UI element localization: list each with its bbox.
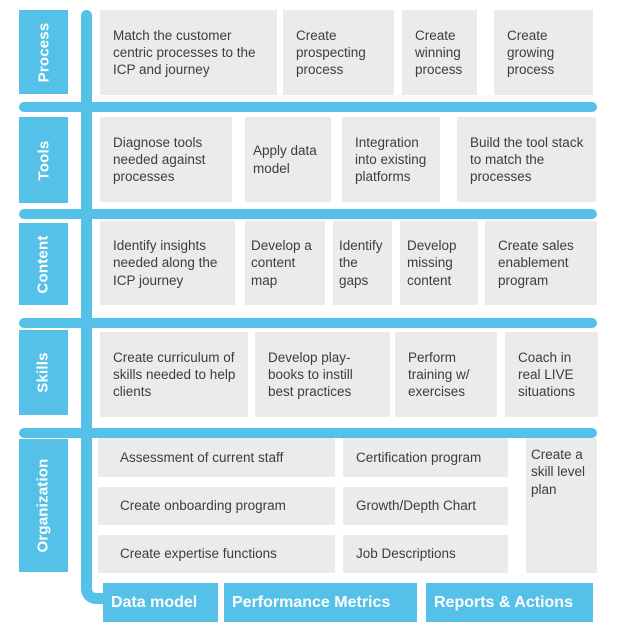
- task-box: Job Descriptions: [343, 535, 508, 573]
- task-box: Identify the gaps: [333, 221, 392, 305]
- task-box: Create expertise functions: [98, 535, 335, 573]
- skills-row: Create curriculum of skills needed to he…: [100, 332, 598, 417]
- footer-box-performance-metrics: Performance Metrics: [224, 583, 417, 622]
- task-box: Diagnose tools needed against processes: [100, 117, 232, 202]
- task-box: Develop missing content: [400, 221, 478, 305]
- task-box: Identify insights needed along the ICP j…: [100, 221, 235, 305]
- task-box: Match the customer centric processes to …: [100, 10, 277, 95]
- section-label-skills: Skills: [19, 330, 68, 415]
- task-box: Growth/Depth Chart: [343, 487, 508, 525]
- row-divider-bar: [19, 209, 597, 219]
- tools-row: Diagnose tools needed against processes …: [100, 117, 596, 202]
- task-box: Create onboarding program: [98, 487, 335, 525]
- task-box: Certification program: [343, 438, 508, 477]
- task-box: Integration into existing platforms: [342, 117, 440, 202]
- section-label-content: Content: [19, 223, 68, 305]
- task-box: Build the tool stack to match the proces…: [457, 117, 596, 202]
- task-box: Assessment of current staff: [98, 438, 335, 477]
- row-divider-bar: [19, 428, 597, 438]
- section-label-tools: Tools: [19, 117, 68, 203]
- task-box: Create curriculum of skills needed to he…: [100, 332, 248, 417]
- task-box: Create winning process: [402, 10, 477, 95]
- task-box: Develop a content map: [245, 221, 325, 305]
- task-box: Develop play-books to instill best pract…: [255, 332, 390, 417]
- task-box: Create growing process: [494, 10, 593, 95]
- task-box: Create prospecting process: [283, 10, 394, 95]
- task-box: Coach in real LIVE situations: [505, 332, 598, 417]
- content-row: Identify insights needed along the ICP j…: [100, 221, 597, 305]
- section-label-organization: Organization: [19, 439, 68, 572]
- section-label-process: Process: [19, 10, 68, 94]
- footer-box-reports-actions: Reports & Actions: [426, 583, 593, 622]
- footer-box-data-model: Data model: [103, 583, 218, 622]
- connector-vertical-bar: [81, 10, 92, 585]
- task-box: Create sales enablement program: [485, 221, 597, 305]
- row-divider-bar: [19, 102, 597, 112]
- task-box: Create a skill level plan: [526, 438, 597, 573]
- row-divider-bar: [19, 318, 597, 328]
- task-box: Perform training w/ exercises: [395, 332, 497, 417]
- connector-elbow: [81, 580, 103, 604]
- process-row: Match the customer centric processes to …: [100, 10, 593, 95]
- task-box: Apply data model: [245, 117, 331, 202]
